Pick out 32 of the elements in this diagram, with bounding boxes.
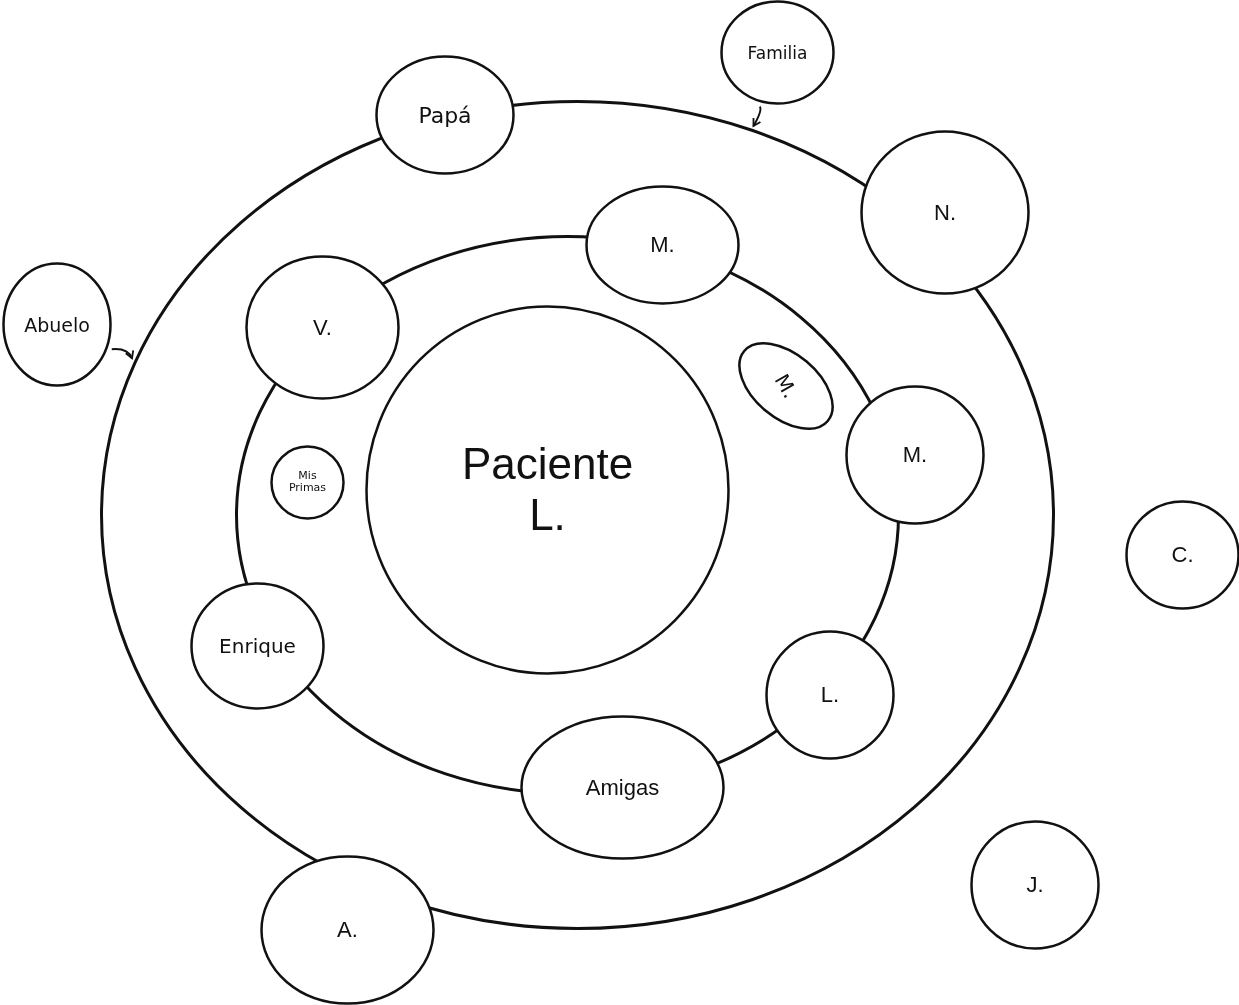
name-label: M. [902, 442, 928, 468]
handwritten-circle [270, 445, 345, 520]
name-label: L. [820, 682, 840, 708]
name-label: Enrique [219, 634, 296, 658]
name-label: M. [769, 369, 803, 403]
person-circle [970, 820, 1100, 950]
person-circle [260, 855, 435, 1005]
name-label: Paciente L. [460, 439, 635, 541]
person-circle [860, 130, 1030, 295]
person-circle [585, 185, 740, 305]
name-label: C. [1171, 542, 1194, 568]
name-label: Familia [747, 42, 808, 63]
center-circle [365, 305, 730, 675]
name-label: Amigas [585, 774, 660, 801]
arrow [752, 105, 762, 128]
name-label: Mis Primas [287, 469, 328, 496]
name-label: M. [650, 232, 675, 258]
handwritten-circle [2, 262, 112, 387]
name-label: A. [337, 917, 358, 943]
handwritten-circle [720, 0, 835, 105]
person-circle [245, 255, 400, 400]
name-label: N. [934, 199, 956, 226]
name-label: V. [313, 314, 332, 341]
name-label: Abuelo [24, 313, 90, 336]
handwritten-circle [375, 55, 515, 175]
arrow [110, 348, 134, 360]
person-circle [765, 630, 895, 760]
person-circle [845, 385, 985, 525]
name-label: J. [1026, 872, 1044, 898]
handwritten-circle [190, 582, 325, 710]
name-label: Papá [418, 102, 472, 128]
person-circle [520, 715, 725, 860]
